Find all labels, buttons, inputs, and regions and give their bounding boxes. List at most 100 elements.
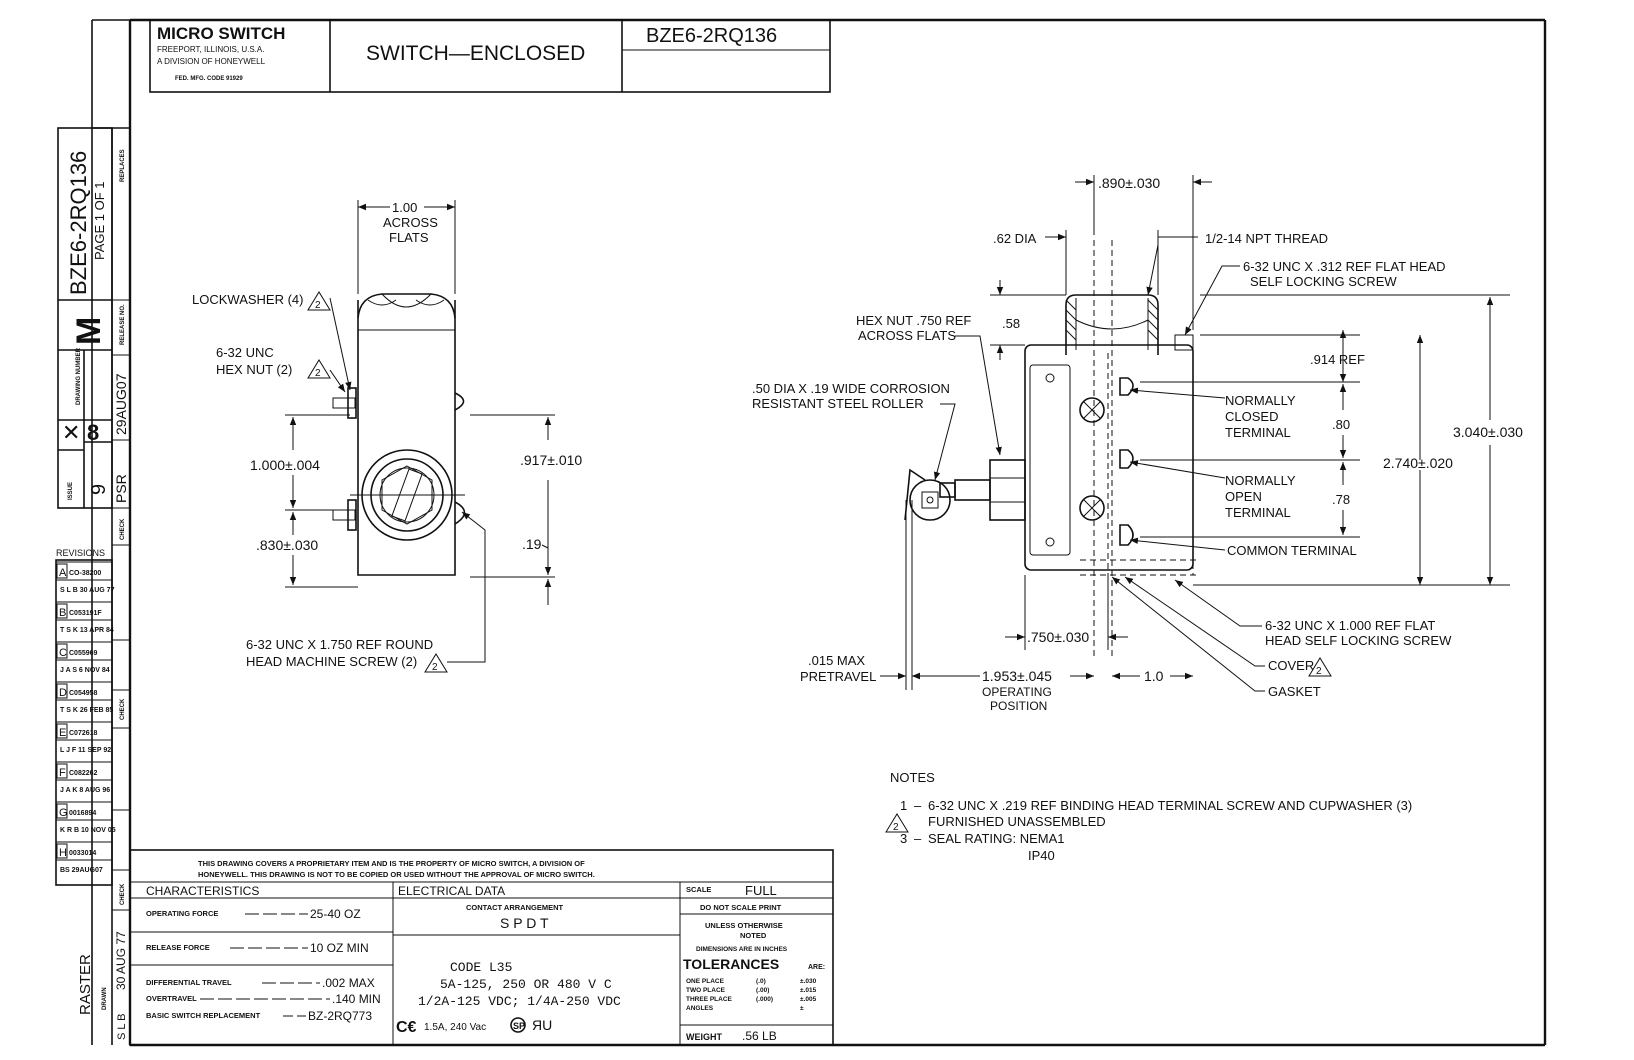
npt-thread: 1/2-14 NPT THREAD [1205,231,1328,246]
unless-1: UNLESS OTHERWISE [705,921,783,930]
note-3-dash: – [914,831,922,846]
side-part-number: BZE6-2RQ136 [66,151,91,295]
revision-sub: K R B 10 NOV 05 [60,827,116,834]
revision-letter: A [59,567,67,579]
dims-inches: DIMENSIONS ARE IN INCHES [696,946,788,953]
char-diff-label: DIFFERENTIAL TRAVEL [146,978,232,987]
drawing-number-label: DRAWING NUMBER [76,347,82,405]
side-x-mark: ✕ [62,420,80,445]
dim-830: .830±.030 [256,537,318,553]
note-2-num: 2 [893,822,899,833]
revision-code: 0016894 [69,810,96,817]
revision-sub: T S K 26 FEB 85 [60,707,113,714]
side-date: 29AUG07 [113,373,129,435]
csa-mark-text: SP [513,1021,525,1031]
revision-sub: J A S 6 NOV 84 [60,667,110,674]
right-view: .890±.030 .62 DIA 1/2-14 NPT THREAD 6-32… [752,175,1523,713]
char-op-value: 25-40 OZ [310,907,361,921]
tol-three-label: THREE PLACE [686,996,733,1003]
ce-rating: 1.5A, 240 Vac [424,1022,486,1033]
flats-dim-1: 1.00 [392,200,417,215]
revision-sub: S L B 30 AUG 77 [60,587,115,594]
thread-hatch-right [1147,299,1159,341]
tol-angles-label: ANGLES [686,1005,714,1012]
issue-label: ISSUE [68,482,74,500]
csa-mark [510,1017,526,1033]
dim-80: .80 [1332,417,1350,432]
note-2: FURNISHED UNASSEMBLED [928,814,1106,829]
flats-dim-2: ACROSS [383,215,438,230]
elec-rating-1: 5A-125, 250 OR 480 V C [440,977,612,992]
note-1: 6-32 UNC X .219 REF BINDING HEAD TERMINA… [928,798,1412,813]
side-letter: M [70,317,108,345]
side-strip: BZE6-2RQ136 PAGE 1 OF 1 M DRAWING NUMBER… [57,127,113,509]
dim-917: .917±.010 [520,452,582,468]
revision-code: C053191F [69,610,102,617]
side-page: PAGE 1 OF 1 [92,181,107,260]
unless-2: NOTED [740,931,767,940]
nc-terminal-2: CLOSED [1225,409,1278,424]
notes-heading: NOTES [890,770,935,785]
flat-head-top-2: SELF LOCKING SCREW [1250,274,1397,289]
tol-three-val: ±.005 [800,996,817,1003]
scale-label: SCALE [686,885,711,894]
revision-code: 0033014 [69,850,96,857]
hex-nut-label-1: 6-32 UNC [216,345,274,360]
pretravel-1: .015 MAX [808,653,865,668]
revision-code: C072618 [69,730,98,737]
drawn-label: DRAWN [102,987,108,1010]
scale-value: FULL [745,883,777,898]
do-not-scale: DO NOT SCALE PRINT [700,903,782,912]
weight-value: .56 LB [742,1029,777,1043]
tol-one-val: ±.030 [800,978,817,985]
dim-890: .890±.030 [1098,175,1160,191]
company-line-3: FED. MFG. CODE 91929 [175,76,243,82]
dia-62: .62 DIA [993,231,1037,246]
revision-letter: G [59,807,68,819]
roller-1: .50 DIA X .19 WIDE CORROSION [752,381,950,396]
tol-one-fmt: (.0) [756,978,766,985]
bottom-table: THIS DRAWING COVERS A PROPRIETARY ITEM A… [129,849,834,1046]
sheet-border [91,18,1547,1047]
note-4: IP40 [1028,848,1055,863]
tol-two-val: ±.015 [800,987,817,994]
left-view: 1.00 ACROSS FLATS 1.000±.004 .830±.030 . [192,200,582,673]
revision-sub: T S K 13 APR 84 [60,627,114,634]
char-over-label: OVERTRAVEL [146,994,197,1003]
revision-sub: J A K 8 AUG 96 [60,787,110,794]
no-terminal-1: NORMALLY [1225,473,1296,488]
flat-head-top-1: 6-32 UNC X .312 REF FLAT HEAD [1243,259,1446,274]
side-8-mark: 8 [87,420,99,445]
revision-code: C082262 [69,770,98,777]
dim-914: .914 REF [1310,352,1365,367]
revision-letter: D [59,687,67,699]
char-basic-value: BZ-2RQ773 [308,1009,372,1023]
roller-2: RESISTANT STEEL ROLLER [752,396,924,411]
screw-flag: 2 [432,662,438,673]
revision-sub: BS 29AUG07 [60,867,103,874]
hex-nut-750-2: ACROSS FLATS [858,328,956,343]
characteristics-heading: CHARACTERISTICS [146,884,259,898]
tol-angles-val: ± [800,1005,804,1012]
tolerances-are: ARE: [808,964,825,971]
notes: NOTES 1 – 6-32 UNC X .219 REF BINDING HE… [885,770,1412,863]
release-label: RELEASE NO. [120,304,126,345]
revision-sub: L J F 11 SEP 92 [60,747,111,754]
flat-head-bottom-1: 6-32 UNC X 1.000 REF FLAT [1265,618,1435,633]
screw-label-1: 6-32 UNC X 1.750 REF ROUND [246,637,433,652]
no-terminal-3: TERMINAL [1225,505,1291,520]
char-basic-label: BASIC SWITCH REPLACEMENT [146,1011,261,1020]
revision-code: C055969 [69,650,98,657]
dim-1000: 1.000±.004 [250,457,320,473]
screw-label-2: HEAD MACHINE SCREW (2) [246,654,417,669]
drawn-date: 30 AUG 77 [114,931,128,990]
dim-78: .78 [1332,492,1350,507]
contact-value: S P D T [500,915,549,931]
lockwasher-flag: 2 [315,300,321,311]
note-1-num: 1 [900,798,907,813]
common-terminal: COMMON TERMINAL [1227,543,1357,558]
revision-letter: H [59,847,67,859]
company-name: MICRO SWITCH [157,24,285,43]
operating-2: OPERATING [982,685,1052,699]
